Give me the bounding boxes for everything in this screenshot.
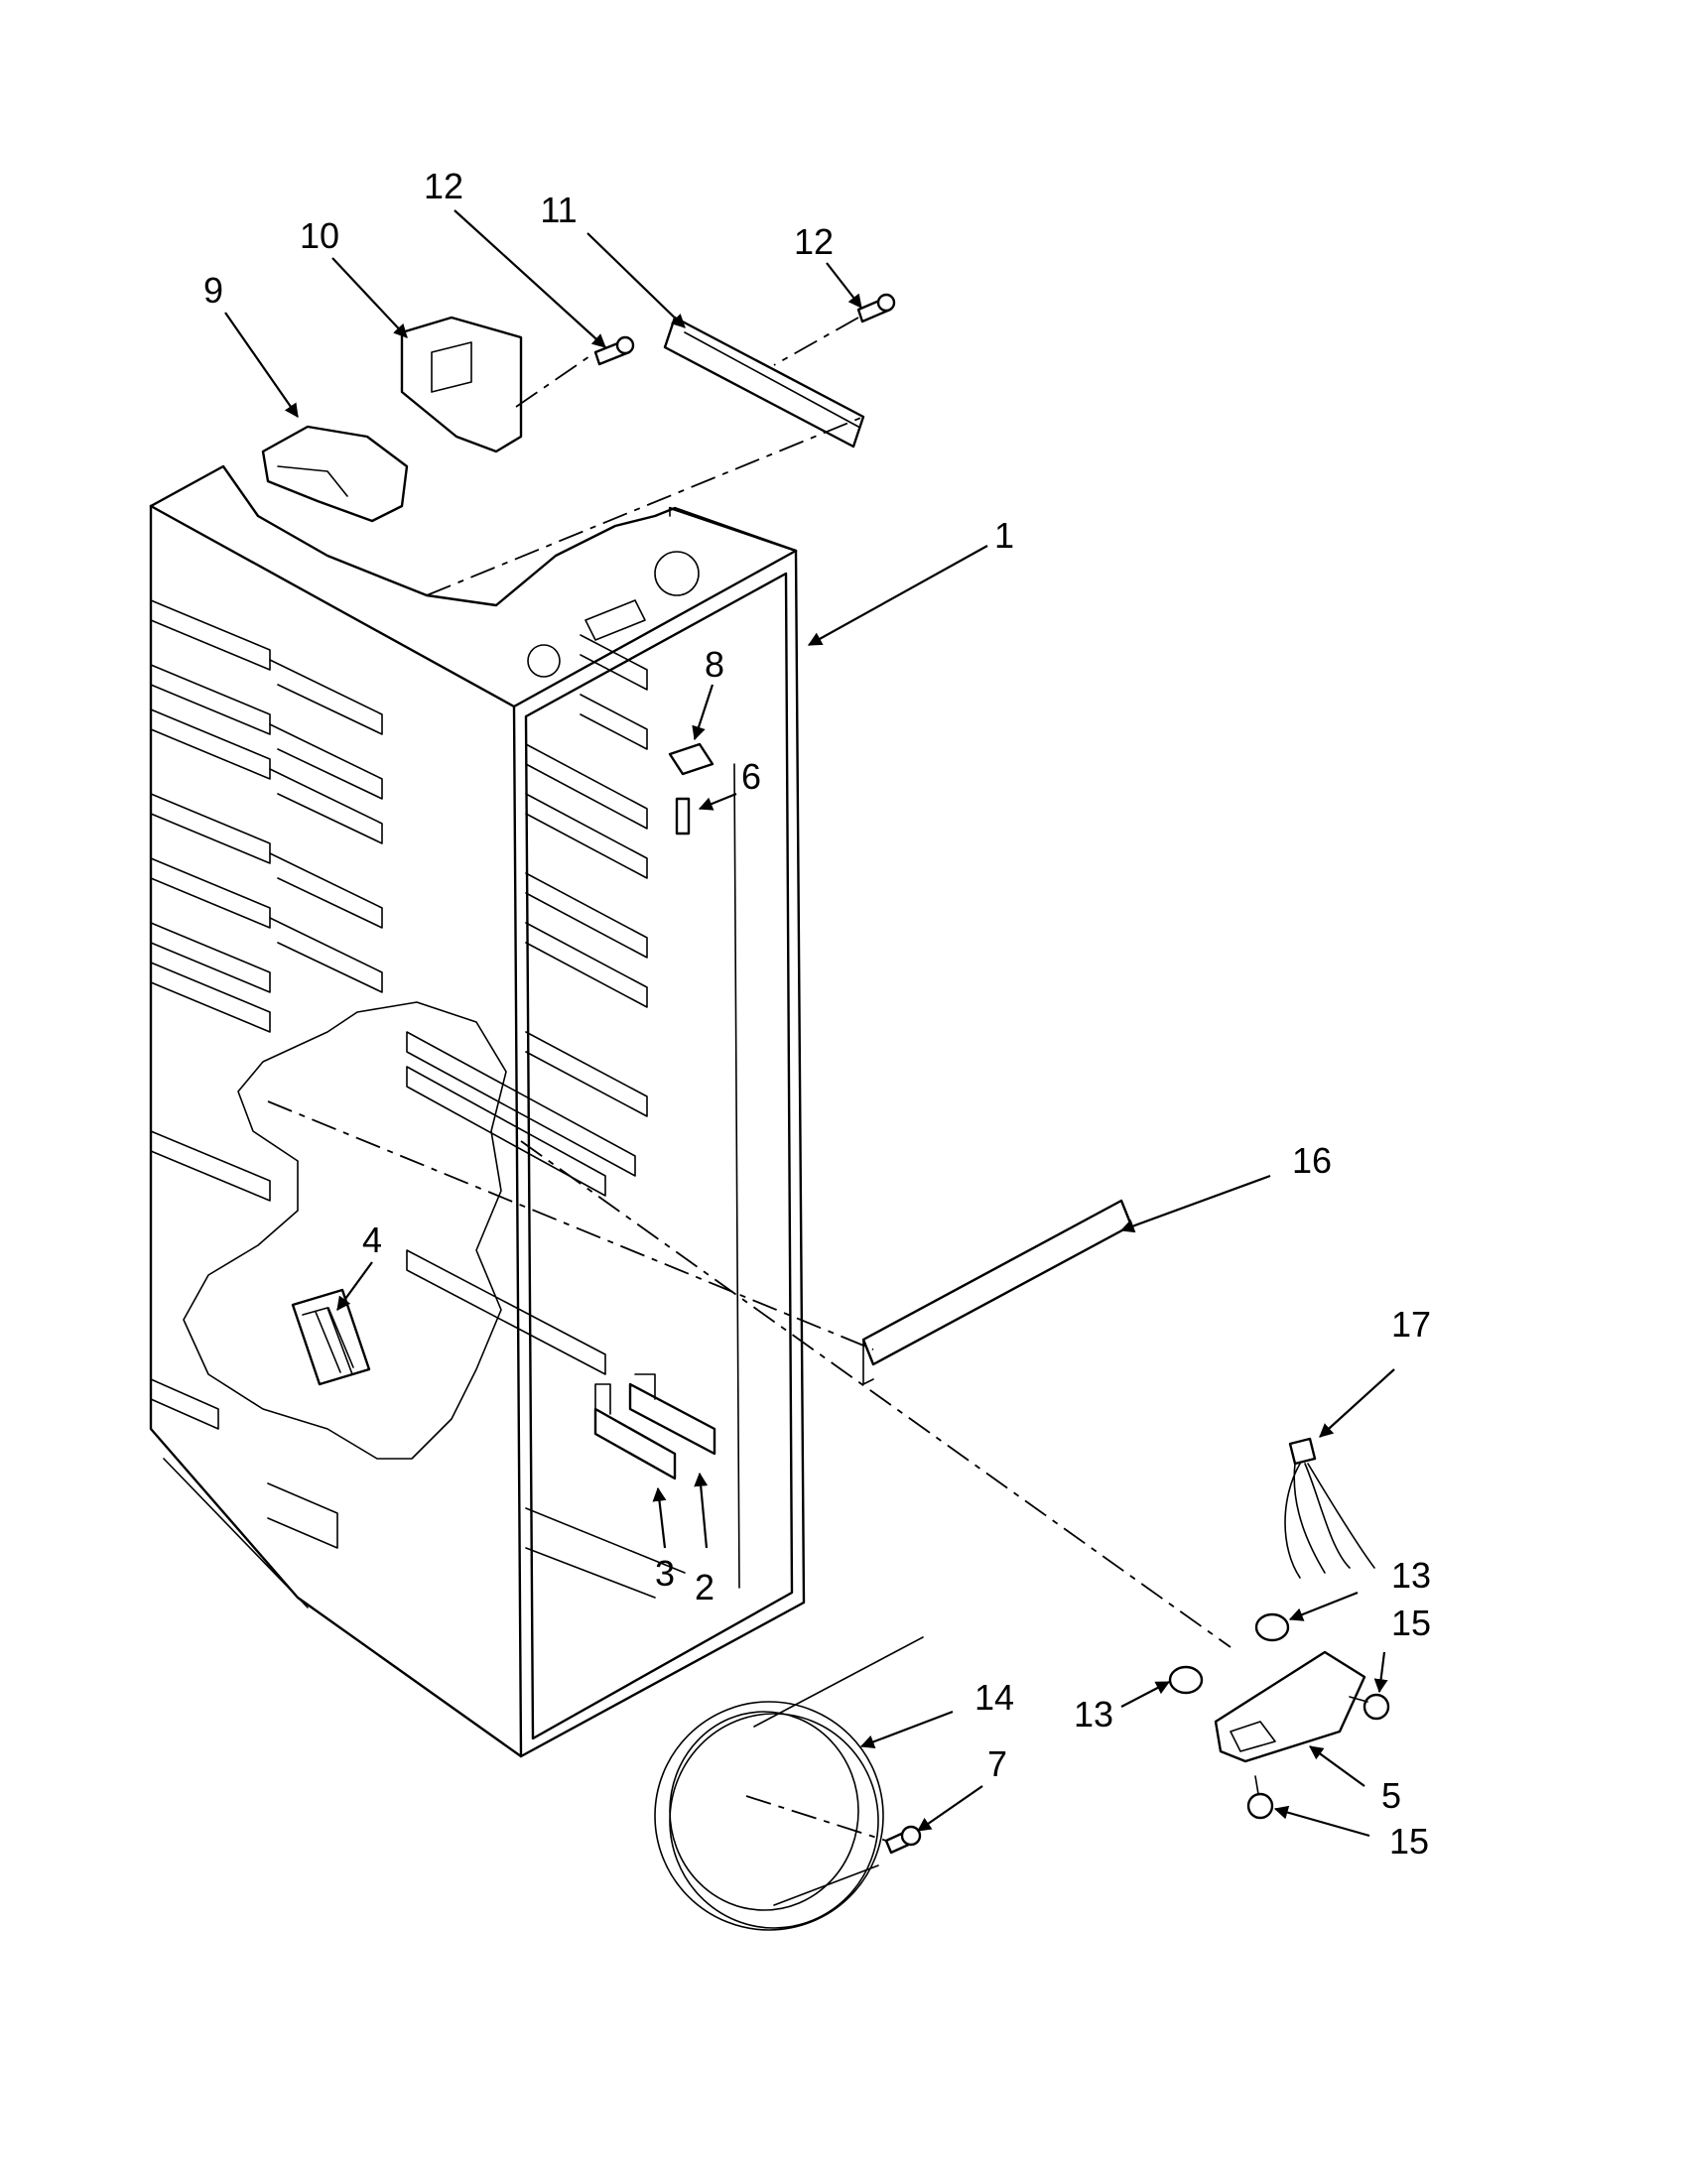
part-6-screw [675, 797, 691, 835]
part-11-rail [663, 316, 865, 449]
part-10-bracket [400, 316, 523, 453]
part-14-tubing [654, 1636, 924, 1931]
callout-7: 7 [987, 1743, 1007, 1784]
part-2-bracket [628, 1373, 716, 1456]
left-wall-shelf-ribs [150, 599, 383, 1549]
callout-6: 6 [741, 756, 761, 797]
callout-2: 2 [695, 1567, 714, 1607]
part-17-wire-harness [1284, 1437, 1375, 1579]
callout-8: 8 [705, 644, 724, 685]
callout-15-lower: 15 [1389, 1821, 1429, 1862]
part-15-pin-a [1349, 1693, 1390, 1721]
callout-10: 10 [300, 215, 339, 256]
callout-13-lower: 13 [1074, 1694, 1113, 1734]
right-wall-shelf-ribs [406, 634, 648, 1375]
part-4-vent [291, 1288, 371, 1386]
part-16-cover-strip [861, 1199, 1133, 1385]
part-5-housing [1214, 1650, 1366, 1763]
callout-3: 3 [655, 1553, 675, 1594]
cutaway-outline [183, 1001, 507, 1460]
alignment-lines [267, 317, 1232, 1842]
leader-arrows [224, 209, 1395, 1838]
callout-12-top-right: 12 [794, 221, 834, 262]
callout-12-top-left: 12 [424, 166, 463, 206]
part-12-screw-b [856, 293, 896, 323]
callout-13-upper: 13 [1391, 1555, 1431, 1596]
part-12-screw-a [593, 335, 635, 366]
callout-1: 1 [994, 515, 1014, 556]
callout-11: 11 [540, 190, 577, 230]
part-9-control-housing [261, 425, 409, 523]
part-8-clip [668, 742, 714, 776]
callout-16: 16 [1292, 1140, 1332, 1181]
callout-14: 14 [974, 1677, 1014, 1718]
callout-5: 5 [1381, 1775, 1401, 1816]
part-13-cap-b [1168, 1665, 1204, 1695]
part-15-pin-b [1246, 1775, 1274, 1820]
callout-9: 9 [203, 270, 223, 311]
part-7-screw [884, 1825, 922, 1855]
callout-labels: 12 11 12 10 9 1 8 6 16 4 17 3 2 13 15 13… [203, 166, 1431, 1862]
part-3-bracket [593, 1383, 677, 1480]
callout-17: 17 [1391, 1304, 1431, 1345]
part-13-cap-a [1254, 1612, 1290, 1642]
callout-15-upper: 15 [1391, 1603, 1431, 1643]
callout-4: 4 [362, 1220, 382, 1260]
